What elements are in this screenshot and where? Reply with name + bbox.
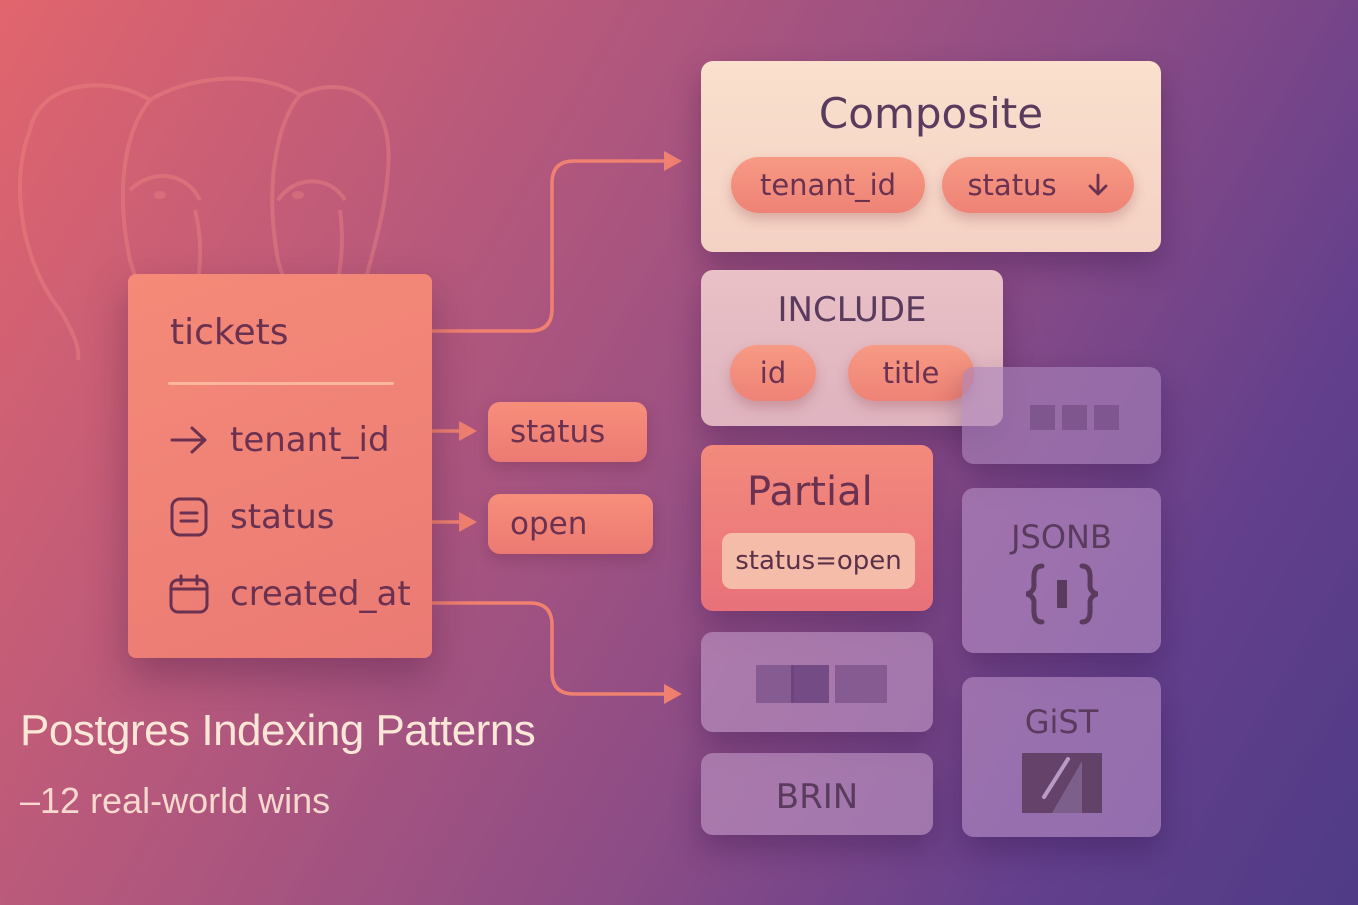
postgres-elephant-icon (18, 76, 391, 361)
status-icon (168, 496, 210, 538)
calendar-icon (168, 573, 210, 615)
card-title: Partial (747, 469, 873, 515)
arrow-down-icon (1088, 173, 1107, 196)
page-title: Postgres Indexing Patterns (20, 706, 536, 755)
chip-label: title (882, 356, 940, 390)
arrowhead-open (459, 512, 477, 532)
value-pill-open: open (488, 494, 653, 554)
arrowhead-composite (664, 151, 682, 171)
chip-label: id (759, 356, 787, 390)
table-name: tickets (170, 312, 289, 353)
page-subtitle: –12 real-world wins (20, 780, 331, 821)
card-title: GiST (1024, 703, 1099, 741)
gist-index-card: GiST (962, 677, 1161, 837)
field-row-status: status (168, 495, 334, 539)
partial-predicate: status=open (722, 533, 915, 589)
include-index-card: INCLUDE id title (701, 270, 1003, 426)
arrow-right-icon (168, 419, 210, 461)
card-title: BRIN (775, 777, 859, 817)
tickets-table-card: tickets tenant_id status created_at (128, 274, 432, 658)
block-marker (1094, 405, 1119, 430)
chip-label: tenant_id (759, 168, 897, 202)
value-pill-status: status (488, 402, 647, 462)
connector-created-blocks (430, 601, 668, 696)
field-row-created-at: created_at (168, 572, 411, 616)
chip-status-desc: status (942, 157, 1134, 213)
connector-table-composite (430, 159, 668, 333)
block-marker (756, 665, 794, 703)
chip-title: title (848, 345, 974, 401)
field-row-tenant-id: tenant_id (168, 418, 390, 462)
chip-id: id (730, 345, 816, 401)
field-name: created_at (230, 574, 411, 614)
arrowhead-blocks (664, 684, 682, 704)
block-marker (1030, 405, 1055, 430)
composite-index-card: Composite tenant_id status (701, 61, 1161, 252)
brin-index-card: BRIN (701, 753, 933, 835)
card-title: JSONB (1011, 518, 1112, 556)
table-divider (168, 382, 394, 385)
block-marker (835, 665, 887, 703)
field-name: tenant_id (230, 420, 390, 460)
chip-label: status (967, 168, 1057, 202)
card-title: INCLUDE (777, 290, 927, 330)
placeholder-index-card (962, 367, 1161, 464)
partial-index-card: Partial status=open (701, 445, 933, 611)
gist-shape-icon (1022, 753, 1102, 813)
arrowhead-status (459, 421, 477, 441)
blocks-index-card (701, 632, 933, 732)
chip-tenant-id: tenant_id (731, 157, 925, 213)
block-marker (791, 665, 829, 703)
braces-icon (1025, 563, 1099, 625)
jsonb-index-card: JSONB (962, 488, 1161, 653)
field-name: status (230, 497, 335, 537)
card-title: Composite (818, 89, 1044, 138)
block-marker (1062, 405, 1087, 430)
